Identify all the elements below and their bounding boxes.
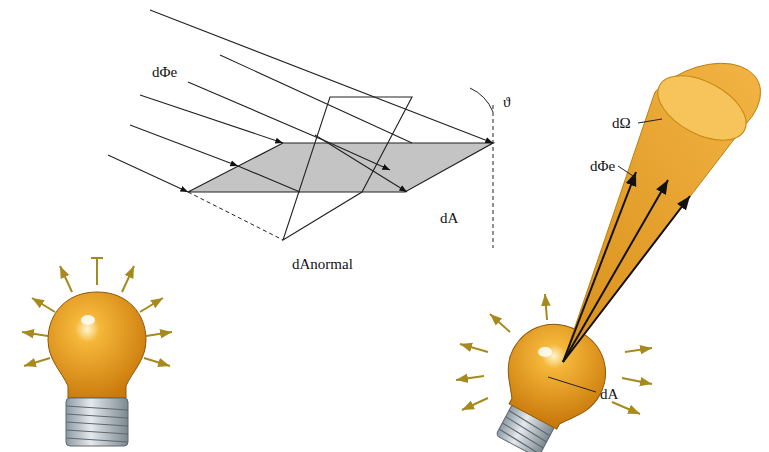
ray bbox=[456, 376, 484, 380]
ray bbox=[490, 314, 510, 332]
solid-angle-cone bbox=[563, 63, 761, 362]
ray bbox=[238, 166, 300, 192]
highlight bbox=[81, 315, 95, 325]
ray bbox=[96, 258, 98, 285]
ray bbox=[315, 135, 407, 192]
screw-thread bbox=[66, 422, 128, 426]
screw-thread bbox=[66, 414, 128, 418]
ray bbox=[140, 95, 283, 143]
screw-thread bbox=[498, 429, 542, 452]
flux-arrow bbox=[563, 180, 668, 362]
screw-thread bbox=[66, 438, 128, 442]
ray bbox=[144, 358, 170, 366]
angle-arc bbox=[470, 88, 493, 112]
highlight bbox=[538, 347, 552, 357]
ray bbox=[32, 298, 55, 312]
bulb-glass bbox=[48, 292, 146, 398]
bulb-isotropic bbox=[22, 258, 172, 446]
ray bbox=[130, 125, 238, 166]
surface-diagram bbox=[108, 10, 493, 248]
ray bbox=[24, 358, 50, 366]
ray bbox=[140, 298, 163, 312]
leader-line bbox=[548, 377, 596, 392]
flux-label: dΦe bbox=[590, 158, 615, 175]
area-label: dA bbox=[440, 210, 458, 227]
ray bbox=[622, 378, 652, 384]
screw-thread bbox=[66, 430, 128, 434]
bulb-glass bbox=[490, 308, 622, 440]
solid-angle-label: dΩ bbox=[612, 115, 631, 132]
flux-arrow bbox=[563, 172, 636, 362]
normal-line bbox=[493, 105, 494, 248]
ray bbox=[188, 82, 330, 143]
flux-arrow bbox=[563, 196, 690, 362]
ray bbox=[146, 332, 172, 336]
ray bbox=[330, 143, 390, 170]
area-label: dA bbox=[600, 386, 618, 403]
ray bbox=[612, 402, 640, 414]
ray bbox=[22, 332, 48, 336]
ray bbox=[545, 294, 547, 320]
normal-area-label: dAnormal bbox=[292, 256, 353, 273]
ray bbox=[122, 266, 134, 292]
leader-line bbox=[638, 119, 662, 123]
screw-thread bbox=[66, 406, 128, 410]
angle-label: ϑ bbox=[503, 94, 510, 111]
ray bbox=[108, 155, 188, 192]
bulb-directional bbox=[456, 63, 761, 452]
ray bbox=[625, 348, 652, 352]
ray bbox=[460, 344, 488, 352]
ray bbox=[220, 55, 412, 143]
flux-label: dΦe bbox=[152, 64, 177, 81]
ray bbox=[150, 10, 493, 143]
normal-plane bbox=[283, 97, 412, 240]
projection-line bbox=[188, 192, 283, 240]
cone-cap bbox=[647, 63, 756, 154]
ray bbox=[462, 398, 488, 410]
leader-line bbox=[618, 166, 636, 178]
ray bbox=[60, 266, 72, 292]
ray bbox=[91, 257, 103, 259]
bulb-base bbox=[66, 398, 128, 446]
